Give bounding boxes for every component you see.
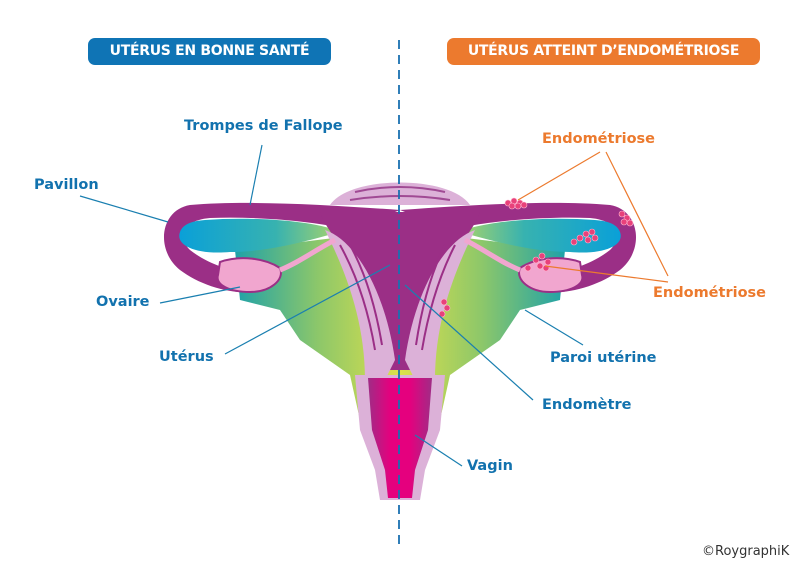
ovary-left bbox=[216, 257, 282, 294]
uterus-body bbox=[320, 212, 480, 370]
label-endometrium: Endomètre bbox=[542, 397, 632, 413]
leader-lines bbox=[79, 144, 584, 467]
endometriosis-uterus-header: UTÉRUS ATTEINT D’ENDOMÉTRIOSE bbox=[447, 38, 760, 65]
label-uterus: Utérus bbox=[159, 349, 214, 365]
credit: ©RoygraphiK bbox=[702, 544, 790, 559]
label-vagina: Vagin bbox=[467, 458, 513, 474]
label-uterine-wall: Paroi utérine bbox=[550, 350, 657, 366]
tube-cavity-right bbox=[460, 218, 621, 253]
endometriosis-leader-lines bbox=[517, 151, 669, 283]
label-fallopian-tubes: Trompes de Fallope bbox=[184, 118, 343, 134]
endometriosis-lesions bbox=[438, 197, 634, 318]
label-infundibulum: Pavillon bbox=[34, 177, 99, 193]
healthy-uterus-header: UTÉRUS EN BONNE SANTÉ bbox=[88, 38, 331, 65]
label-endometriosis-right: Endométriose bbox=[653, 285, 766, 301]
label-endometriosis-top: Endométriose bbox=[542, 131, 655, 147]
label-ovary: Ovaire bbox=[96, 294, 150, 310]
tube-cavity-left bbox=[179, 218, 340, 253]
ovary-right bbox=[518, 257, 584, 294]
vagina bbox=[368, 378, 432, 498]
uterus-fundus bbox=[330, 182, 470, 205]
